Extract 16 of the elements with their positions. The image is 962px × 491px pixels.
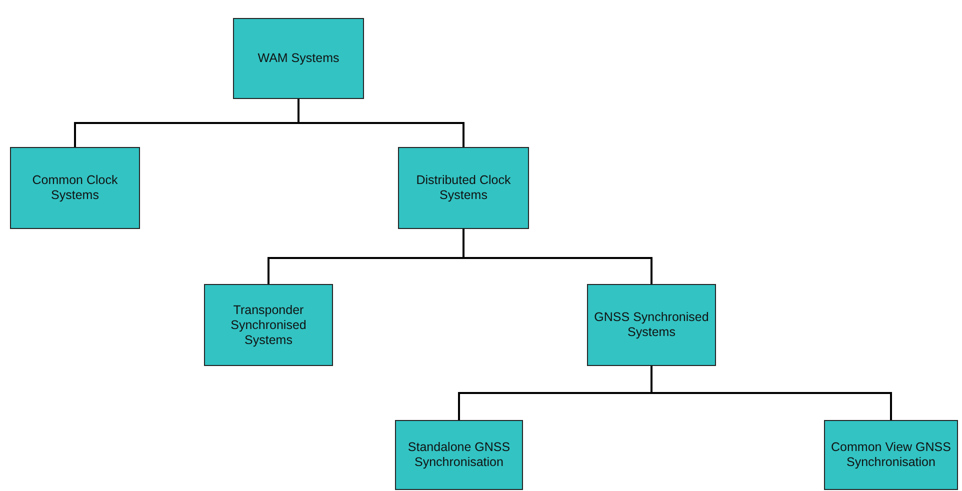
process-box: [204, 284, 333, 366]
box-label: Standalone GNSS Synchronisation: [406, 440, 512, 470]
process-box: [398, 147, 529, 229]
box-label: Distributed Clock Systems: [415, 173, 512, 203]
box-label: Common Clock Systems: [31, 173, 119, 203]
process-box: [395, 420, 523, 490]
box-label: GNSS Synchronised Systems: [593, 310, 710, 340]
process-box: [824, 420, 958, 490]
box-label: Common View GNSS Synchronisation: [830, 440, 952, 470]
process-box: [587, 284, 716, 366]
process-box: [233, 18, 364, 99]
process-box: [10, 147, 140, 229]
connector-line: [462, 229, 652, 284]
connector-line: [650, 366, 892, 420]
box-label: WAM Systems: [258, 51, 340, 66]
box-label: Transponder Synchronised Systems: [230, 302, 308, 348]
